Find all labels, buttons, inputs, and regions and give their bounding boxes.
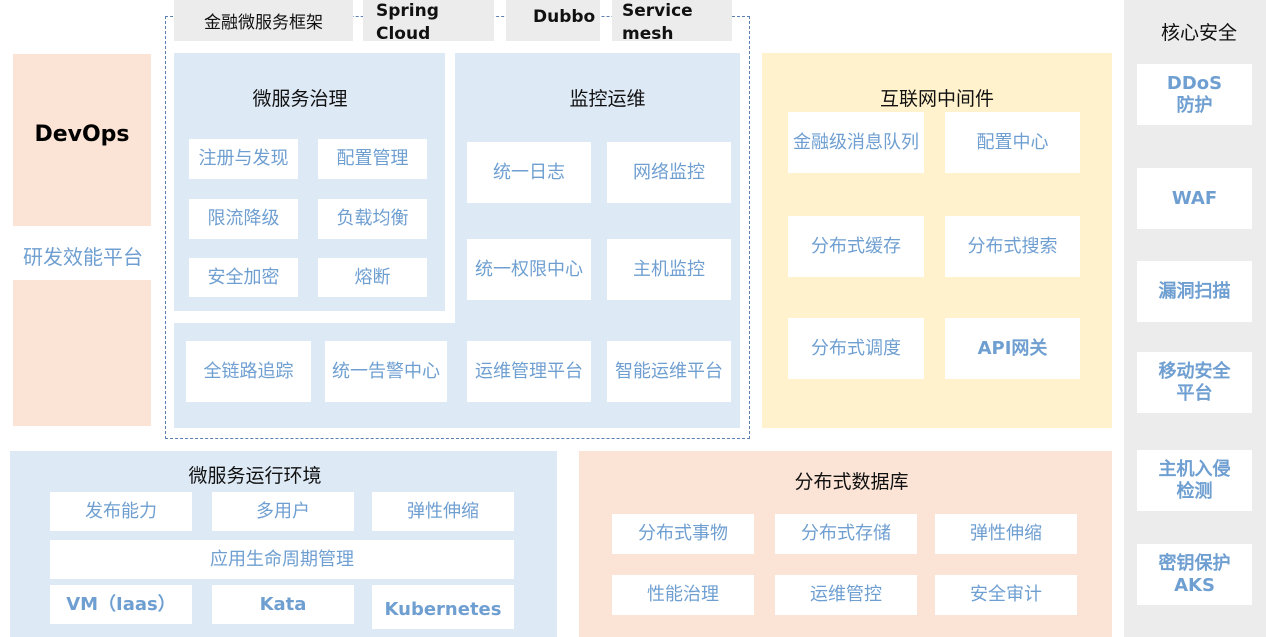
- framework-tab-label: 金融微服务框架: [174, 0, 353, 41]
- middleware-item: API网关: [945, 318, 1080, 379]
- governance-item: 安全加密: [189, 258, 298, 297]
- security-item: WAF: [1137, 168, 1252, 229]
- middleware-item: 金融级消息队列: [788, 112, 924, 173]
- runtime-item: Kubernetes: [372, 585, 514, 629]
- runtime-lifecycle: 应用生命周期管理: [50, 540, 514, 579]
- database-item: 分布式存储: [775, 514, 917, 554]
- ops-item: 全链路追踪: [186, 341, 311, 402]
- runtime-item: VM（Iaas）: [50, 585, 192, 624]
- database-title: 分布式数据库: [794, 471, 909, 493]
- devops-panel-bottom: [13, 280, 151, 426]
- governance-title: 微服务治理: [252, 88, 348, 110]
- runtime-item: 发布能力: [50, 492, 192, 531]
- security-item: 漏洞扫描: [1137, 261, 1252, 322]
- tab-service-mesh: Service mesh: [612, 0, 732, 44]
- governance-item: 注册与发现: [189, 139, 298, 179]
- governance-item: 限流降级: [189, 199, 298, 239]
- security-item: 移动安全 平台: [1137, 352, 1252, 413]
- monitoring-item: 统一权限中心: [467, 239, 591, 300]
- governance-item: 负载均衡: [318, 199, 427, 239]
- governance-item: 配置管理: [318, 139, 427, 179]
- ops-item: 运维管理平台: [467, 341, 591, 402]
- monitoring-title: 监控运维: [569, 88, 646, 110]
- runtime-item: 多用户: [212, 492, 354, 531]
- tab-spring-cloud: Spring Cloud: [363, 0, 494, 44]
- middleware-item: 分布式调度: [788, 318, 924, 379]
- middleware-title: 互联网中间件: [879, 88, 994, 110]
- monitoring-item: 统一日志: [467, 142, 591, 203]
- governance-item: 熔断: [318, 258, 427, 297]
- database-item: 分布式事物: [612, 514, 754, 554]
- monitoring-item: 网络监控: [607, 142, 731, 203]
- runtime-item: Kata: [212, 585, 354, 624]
- security-item: 主机入侵 检测: [1137, 450, 1252, 511]
- middleware-item: 分布式缓存: [788, 216, 924, 277]
- devops-panel-top: [13, 54, 151, 226]
- devops-title: DevOps: [34, 122, 130, 147]
- security-item: 密钥保护 AKS: [1137, 544, 1252, 605]
- runtime-item: 弹性伸缩: [372, 492, 514, 531]
- monitoring-item: 主机监控: [607, 239, 731, 300]
- database-item: 弹性伸缩: [935, 514, 1077, 554]
- ops-item: 统一告警中心: [325, 341, 447, 402]
- tab-dubbo: Dubbo: [506, 0, 600, 41]
- database-item: 性能治理: [612, 575, 754, 615]
- middleware-item: 分布式搜索: [945, 216, 1080, 277]
- security-item: DDoS 防护: [1137, 64, 1252, 125]
- database-item: 安全审计: [935, 575, 1077, 615]
- ops-item: 智能运维平台: [607, 341, 731, 402]
- security-title: 核心安全: [1160, 22, 1237, 44]
- runtime-title: 微服务运行环境: [188, 465, 322, 487]
- devops-subtitle: 研发效能平台: [23, 245, 143, 269]
- middleware-item: 配置中心: [945, 112, 1080, 173]
- database-item: 运维管控: [775, 575, 917, 615]
